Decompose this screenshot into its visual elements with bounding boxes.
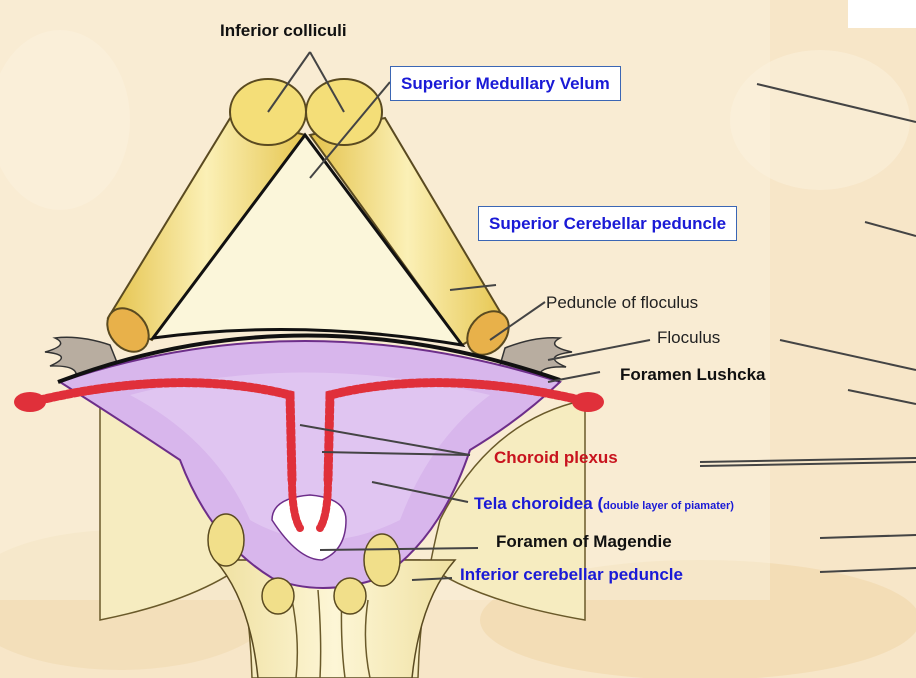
inferior-colliculi-label: Inferior colliculi — [220, 22, 347, 39]
corner-white-patch — [848, 0, 916, 28]
foramen-of-magendie-label: Foramen of Magendie — [496, 533, 672, 550]
superior-medullary-velum-label: Superior Medullary Velum — [390, 66, 621, 101]
foramen-lushcka-label: Foramen Lushcka — [620, 366, 766, 383]
peduncle-of-floculus-label: Peduncle of floculus — [546, 294, 698, 311]
tela-choroidea-label: Tela choroidea (double layer of piamater… — [474, 495, 734, 512]
floculus-label: Floculus — [657, 329, 720, 346]
superior-cerebellar-peduncle-label: Superior Cerebellar peduncle — [478, 206, 737, 241]
choroid-plexus-label: Choroid plexus — [494, 449, 618, 466]
tela-choroidea-note: double layer of piamater) — [603, 500, 734, 512]
inferior-cerebellar-peduncle-label: Inferior cerebellar peduncle — [460, 566, 683, 583]
tela-choroidea-text: Tela choroidea ( — [474, 494, 603, 513]
